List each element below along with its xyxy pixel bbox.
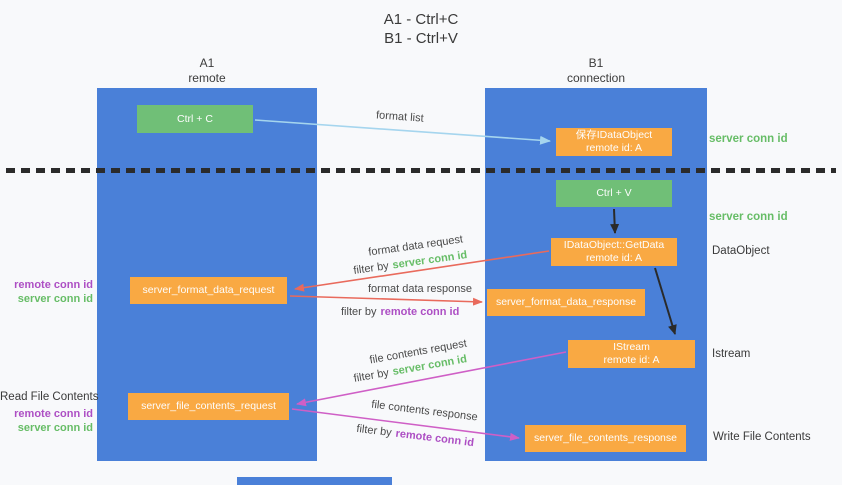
lane-b1-role: connection bbox=[566, 71, 626, 85]
bottom-blue-bar bbox=[237, 477, 392, 485]
title-line-1: A1 - Ctrl+C bbox=[383, 11, 459, 28]
node-save-dataobject: 保存IDataObject remote id: A bbox=[556, 128, 672, 156]
node-ctrl-c: Ctrl + C bbox=[137, 105, 253, 133]
lane-a1-header: A1 remote bbox=[97, 56, 317, 86]
label-server-conn-id-left-1: server conn id bbox=[17, 293, 93, 305]
node-ctrl-c-label: Ctrl + C bbox=[177, 112, 213, 125]
label-file-contents-response: file contents response bbox=[370, 398, 479, 424]
left-conn-ids-format: remote conn id server conn id bbox=[0, 278, 93, 306]
label-remote-conn-id-left-1: remote conn id bbox=[14, 279, 93, 291]
label-istream: Istream bbox=[712, 348, 751, 360]
remote-conn-id-text: remote conn id bbox=[394, 427, 475, 450]
node-istream-line1: IStream bbox=[613, 341, 650, 353]
node-save-dataobject-line1: 保存IDataObject bbox=[575, 129, 653, 141]
lane-b1-header: B1 connection bbox=[485, 56, 707, 86]
lane-a1-name: A1 bbox=[199, 56, 215, 70]
arrow-format-data-response bbox=[289, 295, 483, 306]
lane-b1-name: B1 bbox=[588, 56, 604, 70]
diagram-title: A1 - Ctrl+C B1 - Ctrl+V bbox=[0, 10, 842, 48]
label-server-conn-id-right-mid: server conn id bbox=[709, 211, 788, 223]
node-format-response-label: server_format_data_response bbox=[495, 296, 637, 308]
filter-by-text: filter by bbox=[355, 422, 393, 440]
remote-conn-id-text: remote conn id bbox=[380, 306, 460, 318]
node-format-request-label: server_format_data_request bbox=[142, 284, 275, 296]
node-save-dataobject-line2: remote id: A bbox=[585, 142, 643, 154]
node-server-format-data-response: server_format_data_response bbox=[487, 289, 645, 316]
node-file-response-label: server_file_contents_response bbox=[533, 432, 677, 444]
node-istream: IStream remote id: A bbox=[568, 340, 695, 368]
label-format-list: format list bbox=[375, 109, 425, 125]
node-ctrl-v-label: Ctrl + V bbox=[596, 187, 632, 199]
title-line-2: B1 - Ctrl+V bbox=[384, 30, 458, 47]
label-remote-conn-id-left-2: remote conn id bbox=[14, 408, 93, 420]
node-server-file-contents-request: server_file_contents_request bbox=[128, 393, 289, 420]
node-server-file-contents-response: server_file_contents_response bbox=[525, 425, 686, 452]
node-server-format-data-request: server_format_data_request bbox=[130, 277, 287, 304]
lane-a1-role: remote bbox=[188, 71, 226, 85]
label-dataobject: DataObject bbox=[712, 245, 770, 257]
label-server-conn-id-left-2: server conn id bbox=[17, 422, 93, 434]
label-write-file-contents: Write File Contents bbox=[713, 431, 811, 443]
filter-by-text: filter by bbox=[352, 366, 390, 385]
node-istream-line2: remote id: A bbox=[603, 354, 660, 366]
session-divider-dotted-line bbox=[6, 168, 836, 173]
node-getdata-line1: IDataObject::GetData bbox=[563, 239, 665, 251]
left-conn-ids-file: remote conn id server conn id bbox=[0, 407, 93, 435]
node-idataobject-getdata: IDataObject::GetData remote id: A bbox=[551, 238, 677, 266]
filter-by-text: filter by bbox=[352, 260, 390, 277]
filter-by-text: filter by bbox=[341, 306, 377, 318]
label-server-conn-id-right-top: server conn id bbox=[709, 133, 788, 145]
node-file-request-label: server_file_contents_request bbox=[141, 400, 276, 412]
label-read-file-contents: Read File Contents bbox=[0, 391, 99, 403]
label-format-data-response: format data response bbox=[368, 283, 472, 295]
node-getdata-line2: remote id: A bbox=[585, 252, 643, 264]
node-ctrl-v: Ctrl + V bbox=[556, 180, 672, 207]
